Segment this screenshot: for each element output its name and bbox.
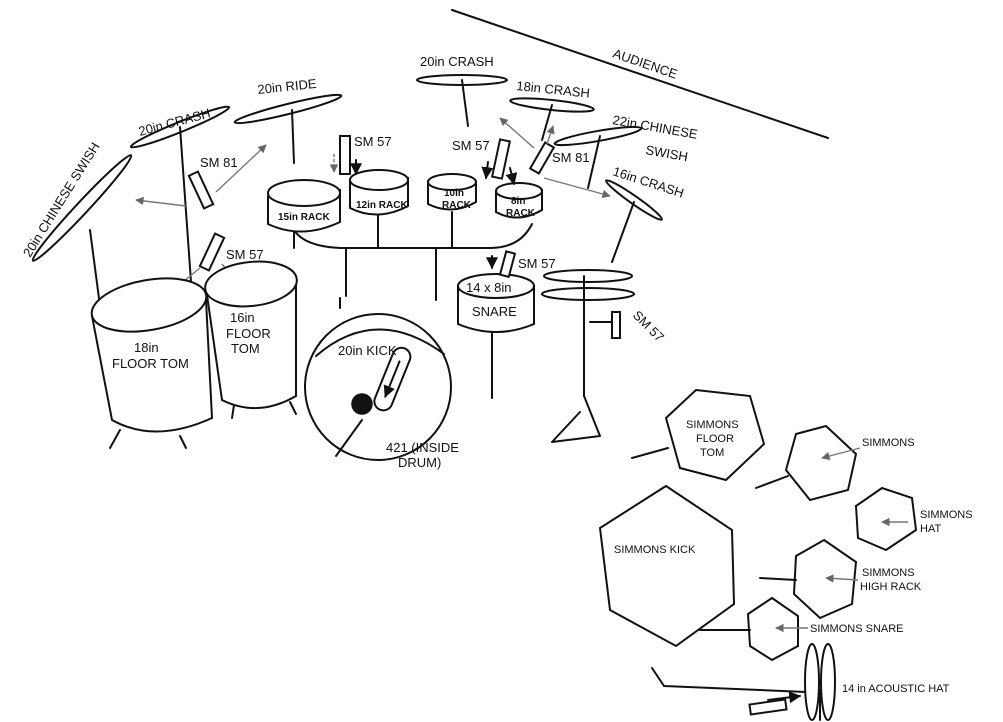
sm57-toms-mic: SM 57 xyxy=(167,232,264,295)
rack-tom-15-label: 15in RACK xyxy=(278,212,330,223)
snare-label-1: 14 x 8in xyxy=(466,280,512,295)
kick-mic-label-2: DRUM) xyxy=(398,455,441,470)
simmons-floor-tom-label-3: TOM xyxy=(700,447,724,459)
crash-16-cymbal: 16in CRASH xyxy=(605,164,686,263)
simmons-pad-label: SIMMONS xyxy=(862,437,915,449)
simmons-floor-tom-label-1: SIMMONS xyxy=(686,419,739,431)
sm57-hat-label: SM 57 xyxy=(630,308,667,345)
sm57-toms-label: SM 57 xyxy=(226,247,264,262)
simmons-kick-label: SIMMONS KICK xyxy=(614,544,696,556)
simmons-hat-label-2: HAT xyxy=(920,523,941,535)
sm57-rack-left-label: SM 57 xyxy=(354,134,392,149)
crash-18-label: 18in CRASH xyxy=(516,78,591,101)
audience-line xyxy=(451,9,829,139)
rack-tom-10-label-2: RACK xyxy=(442,200,472,211)
rack-tom-15: 15in RACK xyxy=(267,179,341,233)
floor-tom-16-label-3: TOM xyxy=(231,341,260,356)
simmons-kick: SIMMONS KICK xyxy=(598,484,736,648)
kick-drum: 20in KICK 421 (INSIDE DRUM) xyxy=(304,297,459,470)
floor-tom-16-label-1: 16in xyxy=(230,310,255,325)
floor-tom-18-label-2: FLOOR TOM xyxy=(112,356,189,371)
kick-mic-label-1: 421 (INSIDE xyxy=(386,440,459,455)
rack-tom-12-label: 12in RACK xyxy=(356,200,408,211)
floor-tom-18: 18in FLOOR TOM xyxy=(90,277,214,449)
ride-20-cymbal: 20in RIDE xyxy=(233,76,343,164)
simmons-high-rack: SIMMONS HIGH RACK xyxy=(759,538,922,620)
simmons-hat-label-1: SIMMONS xyxy=(920,509,973,521)
crash-20-left-cymbal: 20in CRASH xyxy=(129,105,231,297)
rack-tom-12: 12in RACK xyxy=(349,169,409,216)
sm57-rack-right-label: SM 57 xyxy=(452,138,490,153)
sm57-snare-label: SM 57 xyxy=(518,256,556,271)
simmons-snare-label: SIMMONS SNARE xyxy=(810,623,904,635)
hi-hat: SM 57 xyxy=(541,269,667,443)
sm81-left-mic: SM 81 xyxy=(135,144,267,210)
floor-tom-16: 16in FLOOR TOM xyxy=(204,260,298,419)
chinese-swish-20-cymbal: 20in CHINESE SWISH xyxy=(20,140,133,307)
floor-tom-18-label-1: 18in xyxy=(134,340,159,355)
rack-tom-mount xyxy=(291,211,533,301)
simmons-floor-tom: SIMMONS FLOOR TOM xyxy=(631,388,766,482)
simmons-pad: SIMMONS xyxy=(755,424,915,502)
chinese-swish-22-label-2: SWISH xyxy=(644,142,689,164)
snare-drum: 14 x 8in SNARE xyxy=(457,273,535,399)
sm81-right-label: SM 81 xyxy=(552,150,590,165)
rack-tom-10-label-1: 10in xyxy=(444,188,464,199)
kick-mic-421 xyxy=(373,346,412,412)
sm81-right-mic: SM 81 xyxy=(499,117,611,199)
floor-tom-16-label-2: FLOOR xyxy=(226,326,271,341)
crash-20-right-label: 20in CRASH xyxy=(420,54,494,69)
simmons-snare: SIMMONS SNARE xyxy=(699,596,904,662)
crash-20-right-cymbal: 20in CRASH xyxy=(416,54,508,127)
snare-label-2: SNARE xyxy=(472,304,517,319)
kick-label: 20in KICK xyxy=(338,343,397,358)
rack-tom-10: 10in RACK xyxy=(427,173,477,211)
simmons-floor-tom-label-2: FLOOR xyxy=(696,433,734,445)
acoustic-hat-label: 14 in ACOUSTIC HAT xyxy=(842,683,950,695)
simmons-high-rack-label-1: SIMMONS xyxy=(862,567,915,579)
sm57-snare-mic: SM 57 xyxy=(486,250,556,279)
chinese-swish-22-label-1: 22in CHINESE xyxy=(611,112,699,142)
sm57-rack-right-mic: SM 57 xyxy=(452,138,518,186)
rack-tom-8-label-2: RACK xyxy=(506,208,536,219)
rack-tom-8-label-1: 8in xyxy=(511,196,525,207)
sm81-left-label: SM 81 xyxy=(200,155,238,170)
rack-tom-8: 8in RACK xyxy=(495,182,543,219)
simmons-high-rack-label-2: HIGH RACK xyxy=(860,581,922,593)
ride-20-label: 20in RIDE xyxy=(257,76,318,97)
acoustic-hat-14: 14 in ACOUSTIC HAT xyxy=(651,643,950,721)
sm57-rack-left-mic: SM 57 xyxy=(329,134,392,176)
simmons-hat: SIMMONS HAT xyxy=(854,486,973,552)
